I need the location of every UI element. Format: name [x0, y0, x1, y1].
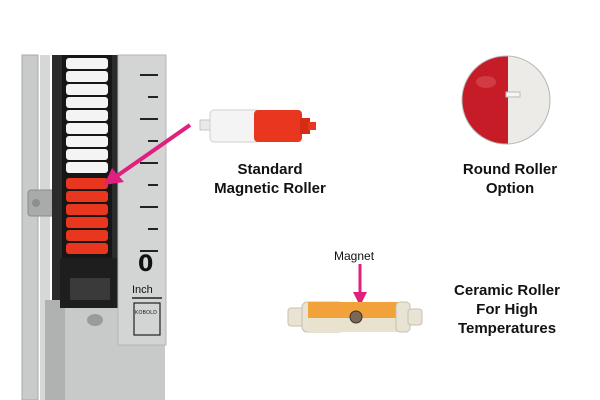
mount-screw [32, 199, 40, 207]
standard-caption-line1: Standard [237, 161, 303, 178]
scale-unit-label: Inch [132, 284, 153, 296]
ceramic-caption-line1: Ceramic Roller [454, 282, 560, 299]
ceramic-roller-image [287, 301, 423, 333]
round-roller-image [461, 55, 551, 145]
base-shadow [45, 300, 65, 400]
scale-ticks [140, 74, 158, 252]
lower-clamp-inner [70, 278, 110, 300]
white-roller-stack [66, 58, 108, 176]
magnet-label: Magnet [334, 249, 375, 263]
brand-box [133, 302, 161, 336]
standard-caption-line2: Magnetic Roller [214, 180, 326, 197]
ceramic-roller-caption: Ceramic Roller For High Temperatures [432, 281, 582, 338]
magnet-arrow-icon [353, 264, 367, 306]
standard-roller-image [199, 109, 316, 143]
round-caption-line2: Option [485, 180, 535, 197]
scale-zero-label: 0 [138, 252, 154, 277]
scale-plate [117, 54, 167, 346]
ceramic-caption-line3: Temperatures [457, 320, 557, 337]
base-screw [87, 314, 103, 326]
red-roller-stack [66, 178, 108, 260]
ceramic-caption-line2: For High [476, 301, 538, 318]
standard-roller-caption: Standard Magnetic Roller [200, 160, 340, 198]
left-support-rod [21, 54, 39, 400]
pink-arrow-icon [104, 123, 192, 185]
round-roller-caption: Round Roller Option [445, 160, 575, 198]
right-support-rod [40, 55, 50, 400]
round-caption-line1: Round Roller [462, 161, 558, 178]
brand-label: KOBOLD [135, 310, 158, 316]
